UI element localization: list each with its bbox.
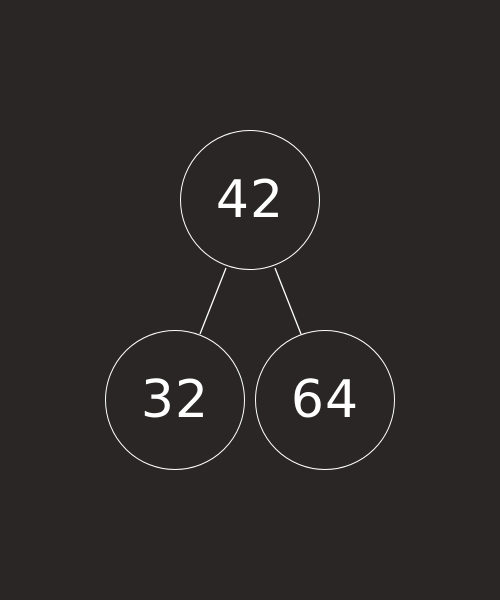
left-child-node: 32	[105, 330, 245, 470]
right-child-node: 64	[255, 330, 395, 470]
root-node: 42	[180, 130, 320, 270]
edge-root-right	[274, 267, 302, 335]
left-child-node-value: 32	[140, 370, 210, 430]
edge-root-left	[199, 267, 227, 335]
root-node-value: 42	[215, 170, 285, 230]
right-child-node-value: 64	[290, 370, 360, 430]
